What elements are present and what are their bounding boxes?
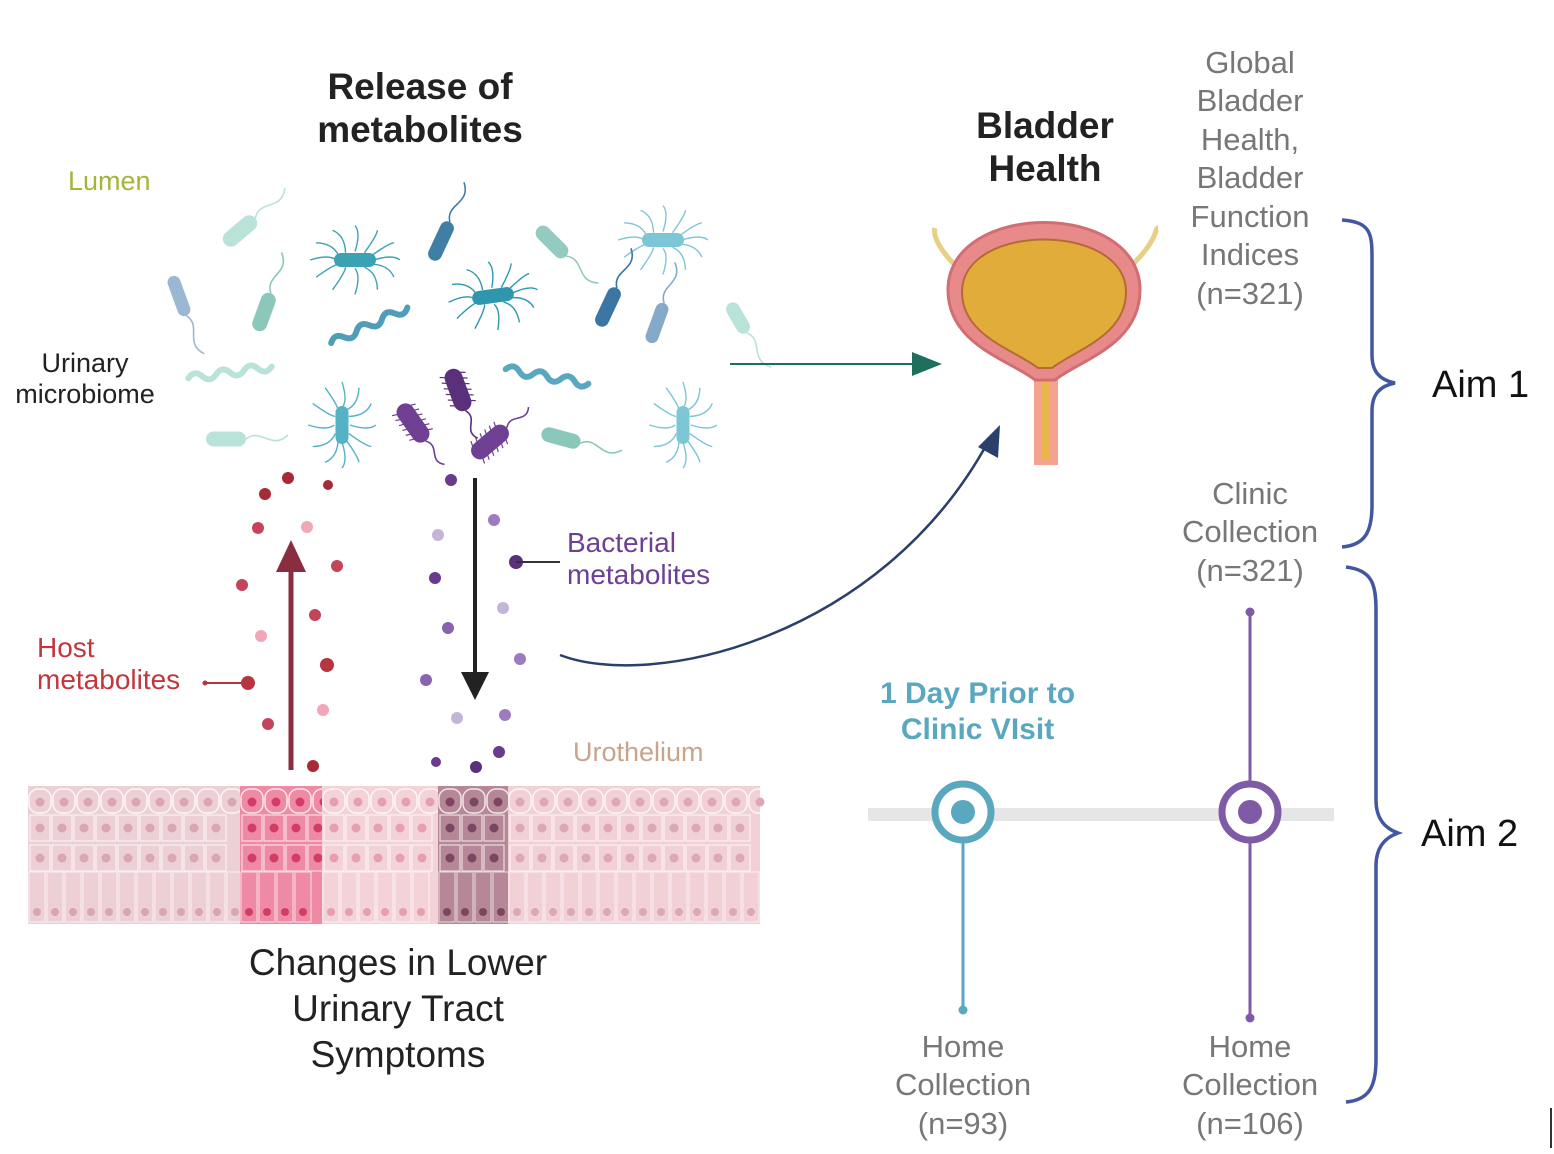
host-metabolite-dot [317, 704, 329, 716]
bacterial-metabolites-down-arrow [461, 478, 489, 700]
urothelium-cells-icon [28, 786, 772, 924]
host-metabolite-dot [323, 480, 333, 490]
home-collection-2-label: Home Collection (n=106) [1181, 1029, 1319, 1141]
bacterium [595, 247, 634, 327]
bacterium [252, 252, 285, 332]
bacterial-metabolite-dot [429, 572, 441, 584]
urothelium-cell-band [28, 786, 244, 924]
urothelium-cell-band [438, 786, 510, 924]
host-metabolites-label: Host metabolites [37, 632, 181, 696]
bacterial-metabolite-dot [420, 674, 432, 686]
bacterial-metabolite-dot [445, 474, 457, 486]
changes-luts-label: Changes in Lower Urinary Tract Symptoms [248, 942, 548, 1075]
bacterium [309, 225, 401, 295]
host-metabolite-dot [309, 609, 321, 621]
bacterial-metabolite-dot [499, 709, 511, 721]
bacterium [167, 275, 205, 355]
brace-icon [1345, 565, 1404, 1104]
aim-1-label: Aim 1 [1432, 364, 1530, 406]
bacterium [185, 362, 275, 383]
urinary-microbiome-label: Urinary microbiome [15, 348, 155, 410]
urothelium-cell-band [508, 786, 772, 924]
bacterial-metabolite-dot [488, 514, 500, 526]
bacterium [470, 406, 530, 464]
bacterium [617, 205, 709, 275]
clinic-collection-label: Clinic Collection (n=321) [1181, 476, 1319, 588]
host-metabolite-dot [320, 658, 334, 672]
day-prior-label: 1 Day Prior to Clinic VIsit [879, 677, 1076, 746]
bacterial-metabolites-pointer [509, 555, 560, 569]
urothelium-label: Urothelium [573, 737, 704, 767]
bacterial-metabolite-dot [431, 757, 441, 767]
host-metabolite-dot [252, 522, 264, 534]
timeline-node-icon [1218, 780, 1282, 844]
bacterial-metabolite-dot [470, 761, 482, 773]
metabolites-to-bladder-arrow [559, 425, 1000, 667]
bacterial-metabolite-dot [497, 602, 509, 614]
bacterial-metabolite-dot [493, 746, 505, 758]
bacterium [439, 368, 479, 439]
bacterium [541, 427, 623, 454]
bacterial-metabolite-dots [420, 474, 526, 773]
bacterium [428, 181, 467, 261]
release-of-metabolites-title: Release of metabolites [317, 66, 523, 150]
bacterium [645, 262, 678, 344]
bacterium [648, 381, 718, 469]
host-metabolite-dot [301, 521, 313, 533]
bacterial-metabolite-dot [514, 653, 526, 665]
bacterial-metabolite-dot [432, 529, 444, 541]
home-collection-1-label: Home Collection (n=93) [894, 1029, 1032, 1141]
bacterial-metabolite-dot [451, 712, 463, 724]
bacterium [391, 403, 445, 466]
host-metabolite-dots [236, 472, 343, 772]
host-metabolite-dot [307, 760, 319, 772]
lumen-label: Lumen [68, 166, 151, 196]
bacteria-icon [167, 181, 772, 469]
bacterium [448, 261, 538, 331]
urothelium-cell-band [240, 786, 336, 924]
timeline-node-icon [931, 780, 995, 844]
bacterium [535, 225, 599, 284]
bacterium [502, 363, 592, 390]
bacterial-metabolite-dot [442, 622, 454, 634]
aim-2-label: Aim 2 [1421, 813, 1519, 855]
bladder-health-title: Bladder Health [976, 105, 1114, 189]
bacterial-metabolites-label: Bacterial metabolites [567, 527, 711, 591]
host-metabolites-pointer [202, 676, 255, 690]
bladder-indices-label: Global Bladder Health, Bladder Function … [1190, 45, 1310, 311]
bladder-icon [932, 221, 1160, 465]
bacterium [222, 187, 286, 247]
microbiome-to-bladder-arrow [730, 352, 942, 376]
bacterium [206, 431, 289, 447]
host-metabolite-dot [255, 630, 267, 642]
bacterium [328, 304, 411, 347]
host-metabolite-dot [236, 579, 248, 591]
urothelium-cell-band [322, 786, 442, 924]
brace-icon [1341, 218, 1396, 549]
host-metabolite-dot [282, 472, 294, 484]
host-metabolite-dot [259, 488, 271, 500]
host-metabolite-dot [331, 560, 343, 572]
host-metabolite-dot [262, 718, 274, 730]
bacterium [726, 302, 772, 368]
bacterium [307, 381, 377, 469]
host-metabolites-up-arrow [276, 540, 306, 770]
